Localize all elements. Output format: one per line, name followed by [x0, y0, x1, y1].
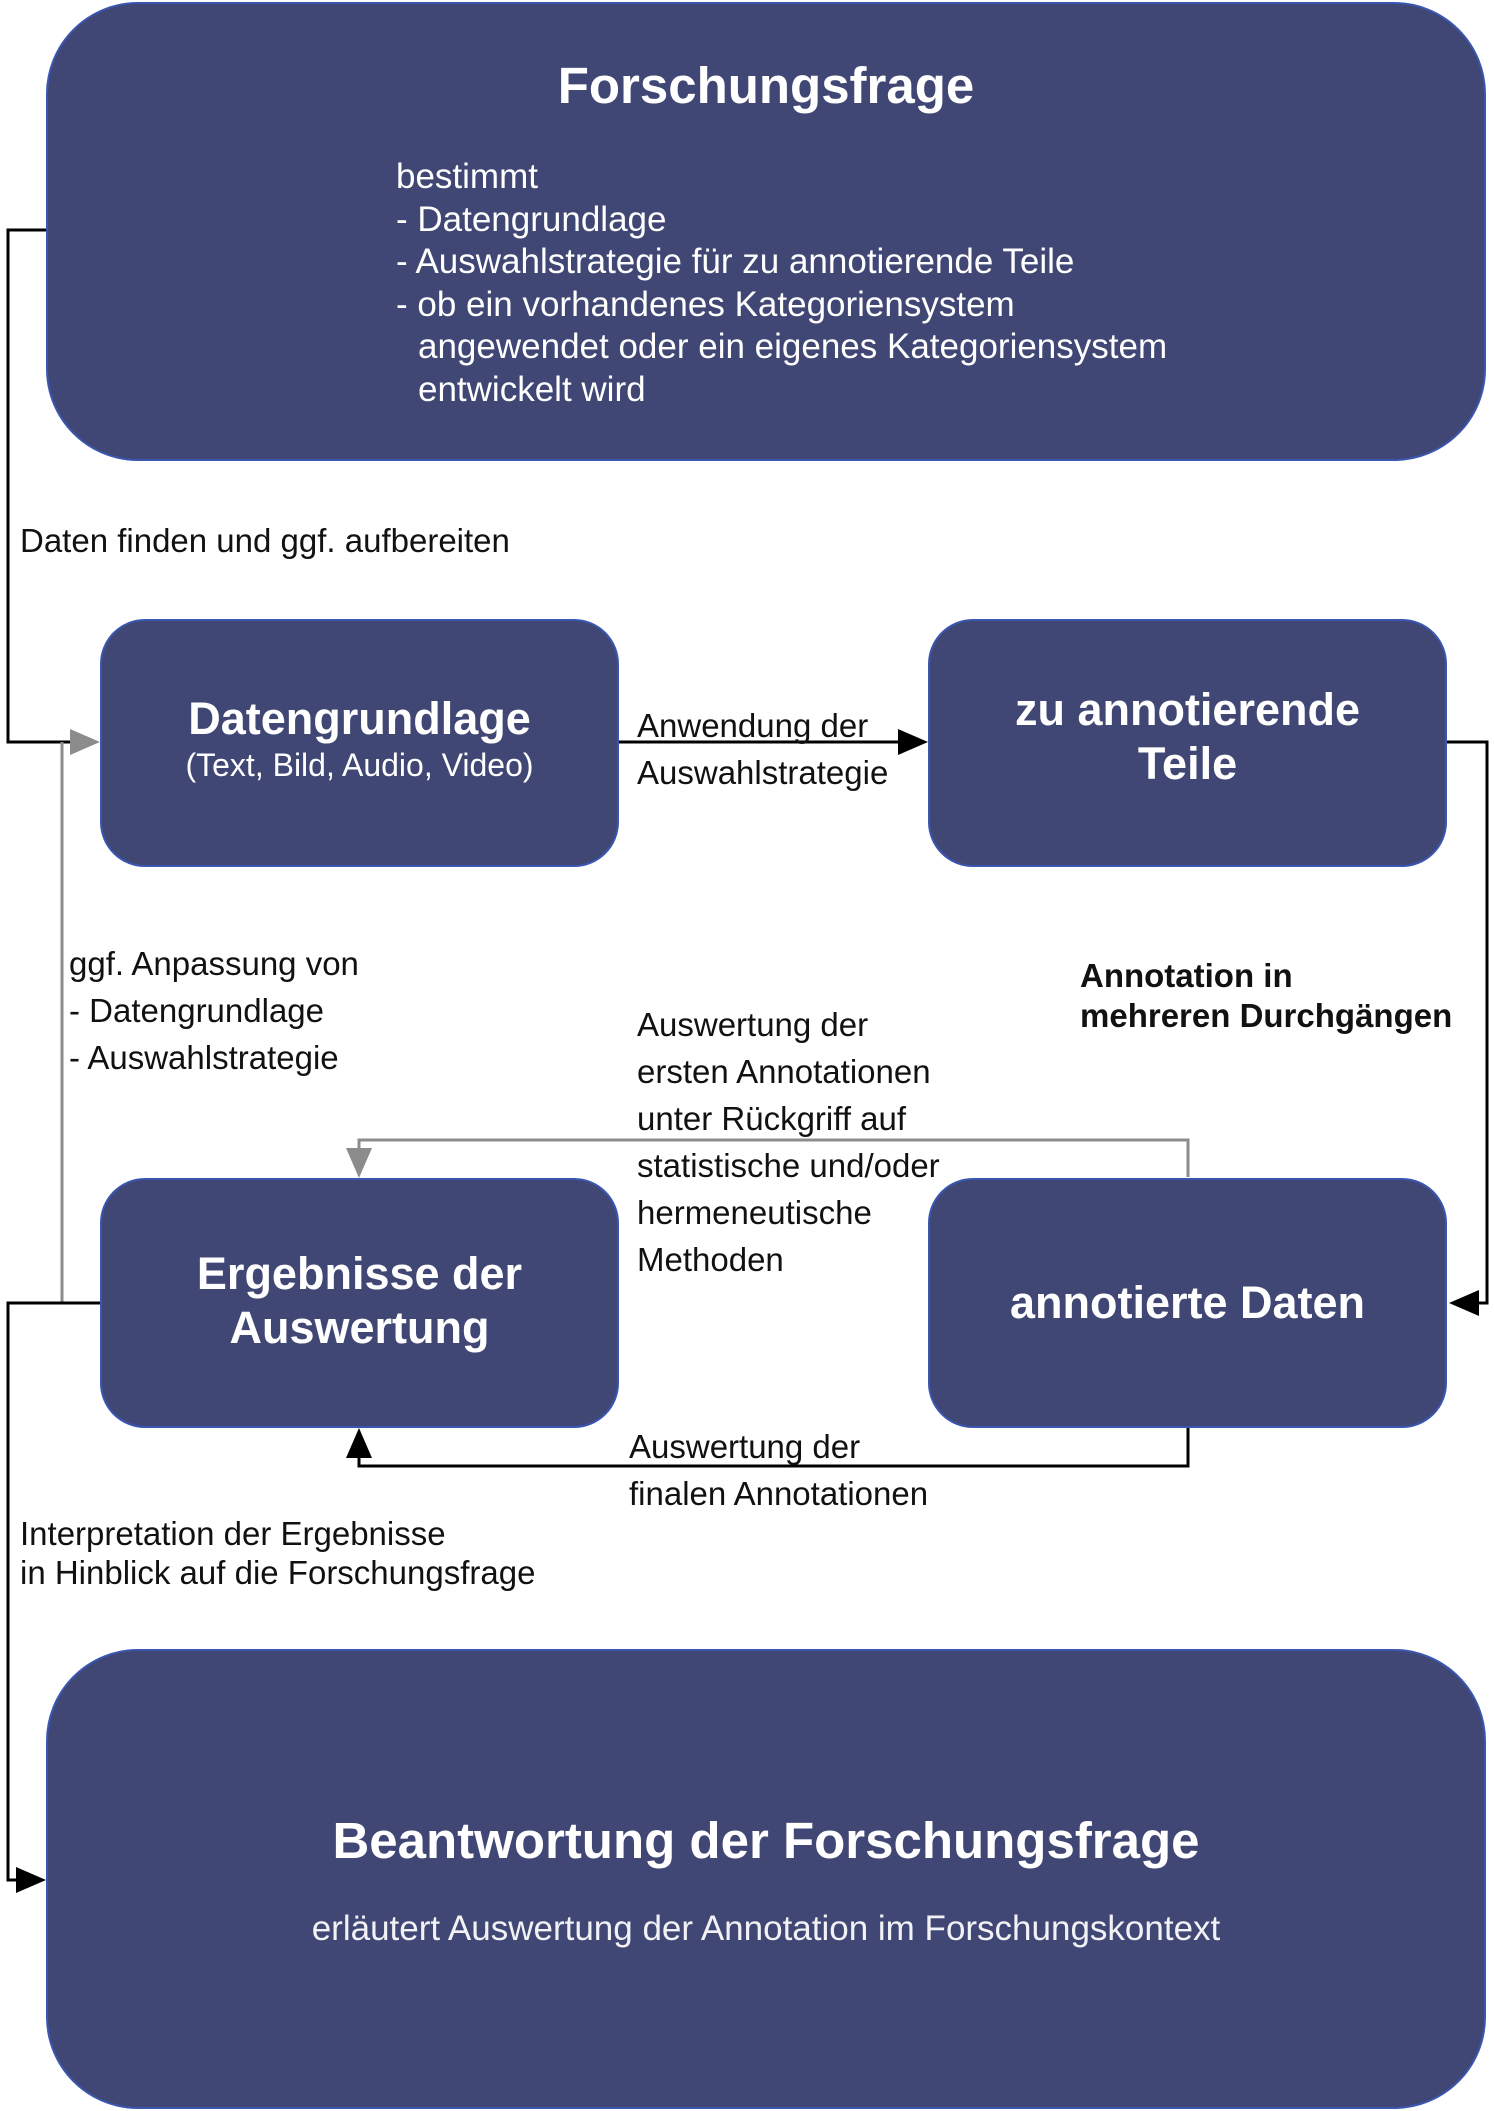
label-auswertung-finale: Auswertung der finalen Annotationen	[629, 1423, 928, 1517]
teile-title-line2: Teile	[1137, 738, 1238, 789]
edge-anwendung-auswahlstrategie	[619, 729, 928, 755]
box-annotierte-daten: annotierte Daten	[928, 1178, 1447, 1428]
box-zu-annotierende-teile: zu annotierende Teile	[928, 619, 1447, 867]
forschungsfrage-item: - ob ein vorhandenes Kategoriensystem	[396, 284, 1015, 324]
forschungsfrage-item: entwickelt wird	[418, 369, 646, 409]
label-line: Anwendung der	[637, 707, 869, 744]
annotierte-daten-title: annotierte Daten	[1009, 1277, 1366, 1328]
forschungsfrage-description: bestimmt - Datengrundlage - Auswahlstrat…	[396, 156, 1167, 411]
teile-title-line1: zu annotierende	[1014, 684, 1361, 735]
label-line: mehreren Durchgängen	[1080, 997, 1453, 1034]
box-ergebnisse-auswertung: Ergebnisse der Auswertung	[100, 1178, 619, 1428]
label-interpretation: Interpretation der Ergebnisse in Hinblic…	[20, 1514, 535, 1592]
label-line: in Hinblick auf die Forschungsfrage	[20, 1554, 536, 1591]
beantwortung-title: Beantwortung der Forschungsfrage	[332, 1812, 1200, 1869]
forschungsfrage-item: angewendet oder ein eigenes Kategoriensy…	[418, 327, 1168, 366]
label-line: Annotation in	[1080, 957, 1293, 994]
ergebnisse-title-line2: Auswertung	[229, 1302, 490, 1353]
forschungsfrage-intro: bestimmt	[396, 157, 538, 196]
forschungsfrage-item: - Auswahlstrategie für zu annotierende T…	[396, 242, 1075, 281]
box-datengrundlage: Datengrundlage (Text, Bild, Audio, Video…	[100, 619, 619, 867]
edge-auswertung-finale	[346, 1428, 1190, 1468]
forschungsfrage-item: - Datengrundlage	[396, 199, 667, 239]
label-line: Auswertung der	[637, 1006, 869, 1043]
label-line: unter Rückgriff auf	[637, 1100, 907, 1137]
beantwortung-subtitle: erläutert Auswertung der Annotation im F…	[311, 1909, 1221, 1948]
edge-auswertung-erste	[346, 1138, 1190, 1178]
label-line: - Auswahlstrategie	[69, 1039, 339, 1076]
label-line: statistische und/oder	[637, 1147, 940, 1184]
edge-forschungsfrage-to-datengrundlage	[6, 228, 100, 755]
ergebnisse-title-line1: Ergebnisse der	[196, 1248, 523, 1299]
label-line: - Datengrundlage	[69, 992, 325, 1029]
label-line: ggf. Anpassung von	[69, 945, 359, 982]
label-annotation-durchgaenge: Annotation in mehreren Durchgängen	[1080, 956, 1452, 1036]
datengrundlage-subtitle: (Text, Bild, Audio, Video)	[185, 747, 534, 783]
label-anpassung: ggf. Anpassung von - Datengrundlage - Au…	[69, 940, 359, 1081]
label-line: Interpretation der Ergebnisse	[20, 1515, 446, 1552]
edge-annotation-durchgaenge	[1447, 740, 1489, 1316]
label-line: finalen Annotationen	[629, 1475, 929, 1512]
datengrundlage-title: Datengrundlage	[188, 693, 531, 744]
forschungsfrage-title: Forschungsfrage	[557, 57, 975, 114]
label-line: Methoden	[637, 1241, 784, 1278]
edge-interpretation	[6, 1301, 100, 1893]
label-line: Auswahlstrategie	[637, 754, 889, 791]
label-daten-finden: Daten finden und ggf. aufbereiten	[20, 522, 510, 559]
box-forschungsfrage: Forschungsfrage bestimmt - Datengrundlag…	[46, 2, 1486, 461]
label-line: hermeneutische	[637, 1194, 872, 1231]
label-anwendung-auswahlstrategie: Anwendung der Auswahlstrategie	[637, 702, 888, 796]
box-beantwortung: Beantwortung der Forschungsfrage erläute…	[46, 1649, 1486, 2109]
label-line: ersten Annotationen	[637, 1053, 931, 1090]
label-line: Auswertung der	[629, 1428, 861, 1465]
label-auswertung-erste: Auswertung der ersten Annotationen unter…	[637, 1001, 940, 1283]
